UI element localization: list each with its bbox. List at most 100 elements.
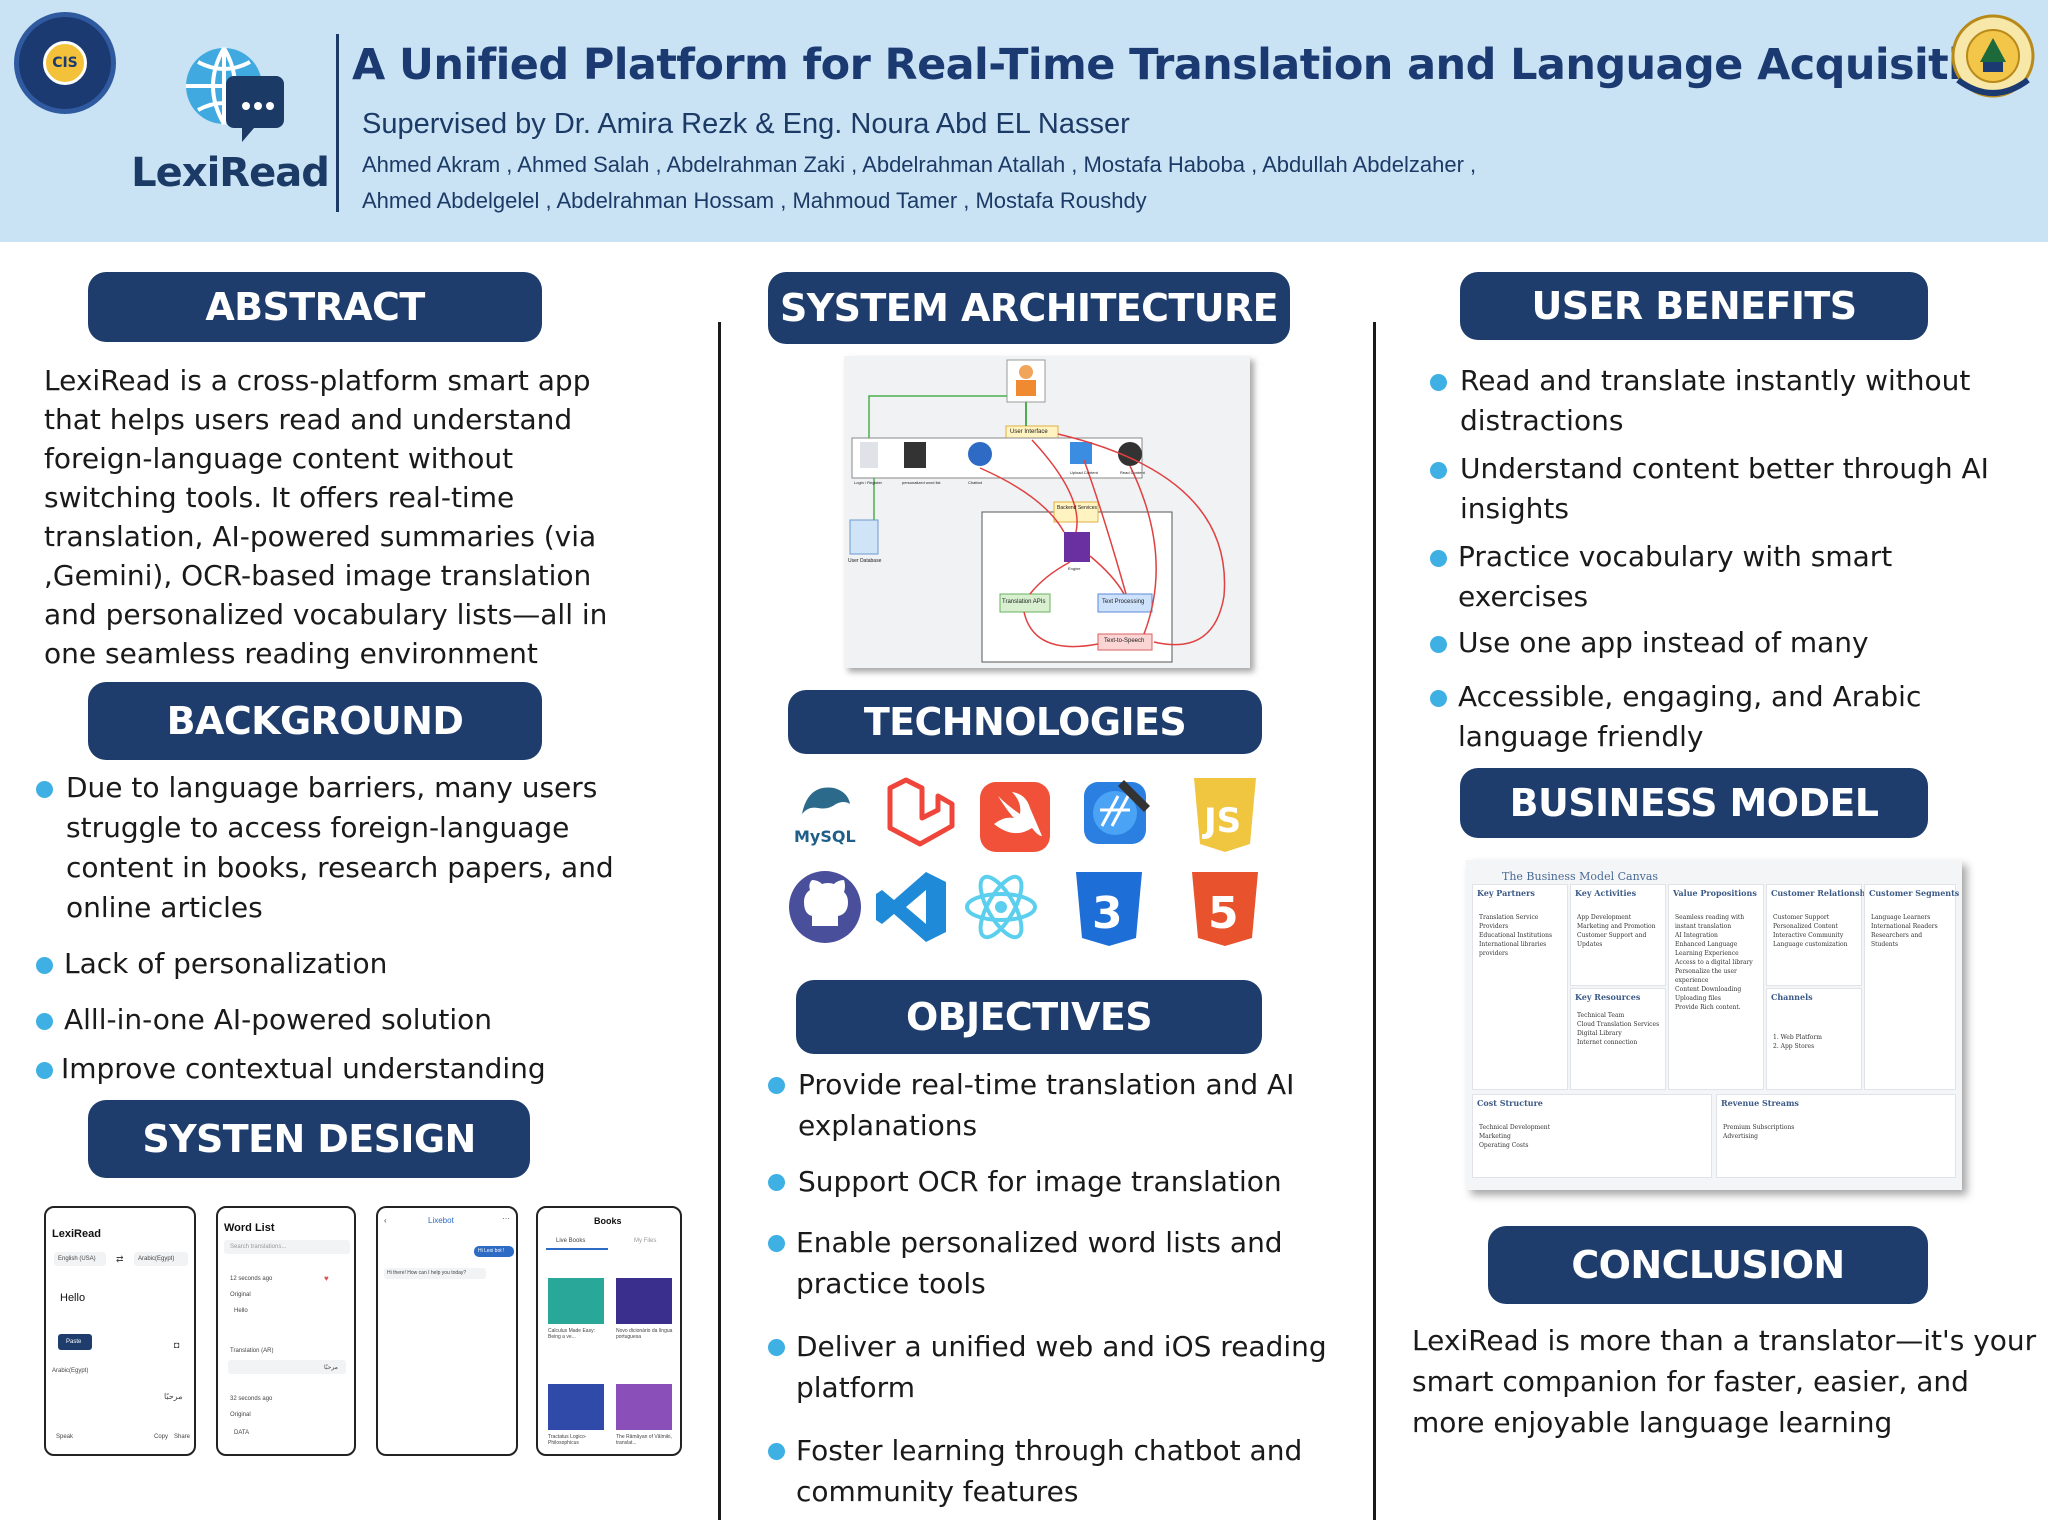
benefit-line: distractions [1460,404,1624,437]
canvas-cell-title: Cost Structure [1477,1098,1543,1108]
background-item-line: Improve contextual understanding [61,1052,546,1085]
canvas-item: Interactive Community [1773,932,1844,939]
canvas-item: Educational Institutions [1479,932,1553,939]
benefit-line: Accessible, engaging, and Arabic [1458,680,1922,713]
objective-line: community features [796,1475,1079,1508]
book-title: The Râmâyan of Vâlmiki, translat... [616,1434,672,1446]
canvas-item: Personalized Content [1773,923,1838,930]
background-item: Improve contextual understanding [36,1049,686,1089]
mysql-text: MySQL [794,827,856,846]
tab-underline [546,1248,608,1250]
conclusion-line: smart companion for faster, easier, and [1412,1365,1969,1398]
entry-original-label: Original [230,1292,251,1298]
objective-item: Deliver a unified web and iOS reading pl… [768,1326,1368,1408]
arch-label-db: User Database [848,558,882,564]
vscode-icon [876,872,946,942]
background-item: Alll-in-one AI-powered solution [36,1000,686,1040]
business-model-heading: BUSINESS MODEL [1460,768,1928,838]
phone-chatbot-screen: ‹ Lixebot ··· Hi Lexi bot ! Hi there! Ho… [376,1206,518,1456]
arch-label-chatbot: Chatbot [968,480,983,485]
entry-time: 12 seconds ago [230,1276,273,1282]
background-item: Due to language barriers, many users str… [36,768,686,928]
conclusion-heading: CONCLUSION [1488,1226,1928,1304]
canvas-item: Language customization [1773,941,1848,948]
arch-label-read: Read Content [1120,470,1145,475]
canvas-item: Uploading files [1675,995,1721,1002]
phone-title: Books [594,1216,622,1226]
objective-item: Foster learning through chatbot and comm… [768,1430,1368,1512]
canvas-item: Marketing [1479,1133,1511,1140]
css3-icon: 3 [1076,872,1142,946]
conclusion-line: LexiRead is more than a translator—it's … [1412,1324,2037,1357]
benefit-item: Use one app instead of many [1430,623,2030,663]
canvas-item: Provide Rich content. [1675,1004,1741,1011]
column-divider-right [1373,322,1376,1520]
canvas-key-activities: Key Activities App Development Marketing… [1570,884,1666,986]
brand-name: LexiRead [131,150,330,196]
swift-icon [980,782,1050,852]
canvas-item: Access to a digital library [1675,959,1753,966]
lang-from: English (USA) [58,1256,96,1262]
objective-item: Support OCR for image translation [768,1161,1368,1202]
canvas-item: Premium Subscriptions [1723,1124,1795,1131]
arch-label-upload: Upload Content [1070,470,1098,475]
canvas-cost-structure: Cost Structure Technical Development Mar… [1472,1094,1712,1178]
phone-title: LexiRead [52,1228,101,1240]
canvas-customer-segments: Customer Segments Language Learners Inte… [1864,884,1960,1090]
output-lang: Arabic(Egypt) [52,1368,89,1374]
react-icon [965,874,1037,940]
canvas-item: Cloud Translation Services [1577,1021,1660,1028]
lang-from-button [54,1252,106,1266]
book-title: Tractatus Logico-Philosophicus [548,1434,587,1446]
lang-to-button [134,1252,188,1266]
abstract-line: foreign-language content without [44,442,514,475]
phone-translate-screen: LexiRead English (USA) ⇄ Arabic(Egypt) H… [44,1206,196,1456]
canvas-title: The Business Model Canvas [1502,870,1659,883]
objective-line: platform [796,1371,915,1404]
abstract-line: translation, AI-powered summaries (via [44,520,597,553]
back-icon: ‹ [384,1216,387,1225]
user-message: Hi Lexi bot ! [478,1248,505,1254]
search-placeholder: Search translations... [230,1244,287,1250]
book-cover [616,1384,672,1430]
abstract-line: that helps users read and understand [44,403,573,436]
benefit-item: Practice vocabulary with smart exercises [1430,537,2030,617]
entry-original-label-2: Original [230,1412,251,1418]
canvas-item: Personalize the user experience [1675,968,1737,984]
canvas-cell-title: Key Activities [1575,888,1637,898]
canvas-key-partners: Key Partners Translation Service Provide… [1472,884,1568,1090]
benefit-item: Understand content better through AI ins… [1430,449,2030,529]
abstract-line: ,Gemini), OCR-based image translation [44,559,592,592]
objectives-heading: OBJECTIVES [796,980,1262,1054]
book-title: Novo dicionário da língua portuguesa [616,1328,673,1340]
canvas-item: Language Learners [1871,914,1931,921]
objective-line: Support OCR for image translation [798,1165,1282,1198]
authors-line-2: Ahmed Abdelgelel , Abdelrahman Hossam , … [362,188,1147,213]
canvas-cell-title: Key Resources [1575,992,1641,1002]
output-text: مرحبًا [164,1392,183,1401]
canvas-item: Digital Library [1577,1030,1622,1037]
javascript-icon: JS [1194,778,1256,852]
abstract-line: and personalized vocabulary lists—all in [44,598,608,631]
canvas-cell-title: Customer Segments [1869,888,1960,898]
objective-item: Provide real-time translation and AI exp… [768,1064,1368,1146]
arch-label-engine: Engine [1068,566,1081,571]
abstract-heading: ABSTRACT [88,272,542,342]
canvas-item: Customer Support and Updates [1577,932,1647,948]
benefit-line: exercises [1458,580,1589,613]
entry-translation-value: مرحبًا [324,1365,338,1371]
laravel-icon [887,777,955,847]
objective-line: explanations [798,1109,978,1142]
copy-label: Copy [154,1434,169,1440]
business-model-canvas: The Business Model Canvas Key Partners T… [1466,860,1962,1190]
entry-original-value-2: DATA [234,1430,250,1436]
paste-label: Paste [66,1339,82,1345]
github-icon [789,871,861,943]
lexiread-logo: LexiRead [130,38,330,208]
canvas-item: AI Integration [1675,932,1718,939]
search-field [224,1240,350,1254]
lang-to: Arabic(Egypt) [138,1256,175,1262]
css3-text: 3 [1092,888,1123,939]
tab-my-files: My Files [634,1238,657,1244]
canvas-item: Technical Team [1577,1012,1625,1019]
